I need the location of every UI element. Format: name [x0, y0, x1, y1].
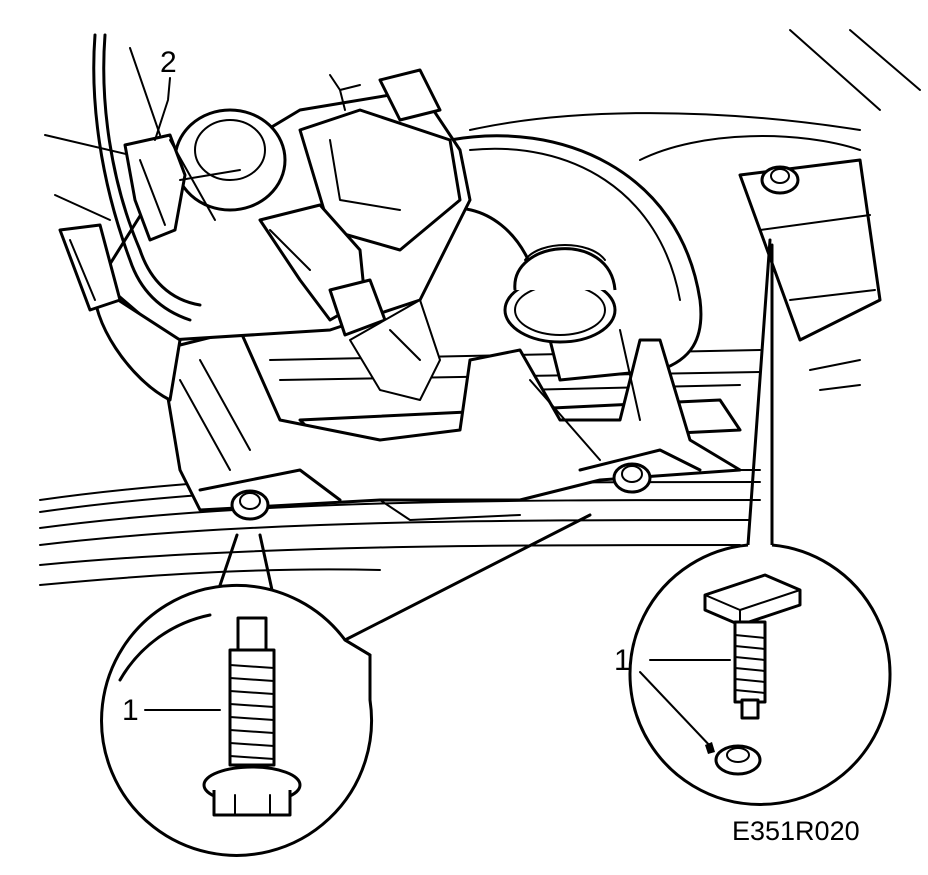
- t-bolt: [703, 573, 802, 720]
- wiring-harness: [44, 33, 241, 322]
- blower-housing: [438, 134, 703, 382]
- flange-nut: [705, 742, 762, 776]
- upper-right-nut: [760, 165, 800, 195]
- detail-circle-left: [100, 513, 592, 857]
- callout-1-left: 1: [122, 694, 139, 727]
- leader-item-1-right-nut: [639, 671, 713, 749]
- bracket-nut-right: [612, 462, 652, 494]
- motor-assembly: [58, 68, 472, 402]
- flange-bolt: [202, 616, 302, 817]
- mounting-bracket: [158, 328, 742, 521]
- callout-2: 2: [160, 46, 177, 79]
- bracket-nut-left: [230, 489, 270, 521]
- figure-code: E351R020: [732, 816, 860, 846]
- body-panels: [469, 29, 921, 391]
- leader-item-2: [129, 47, 171, 141]
- callout-1-right: 1: [614, 644, 631, 677]
